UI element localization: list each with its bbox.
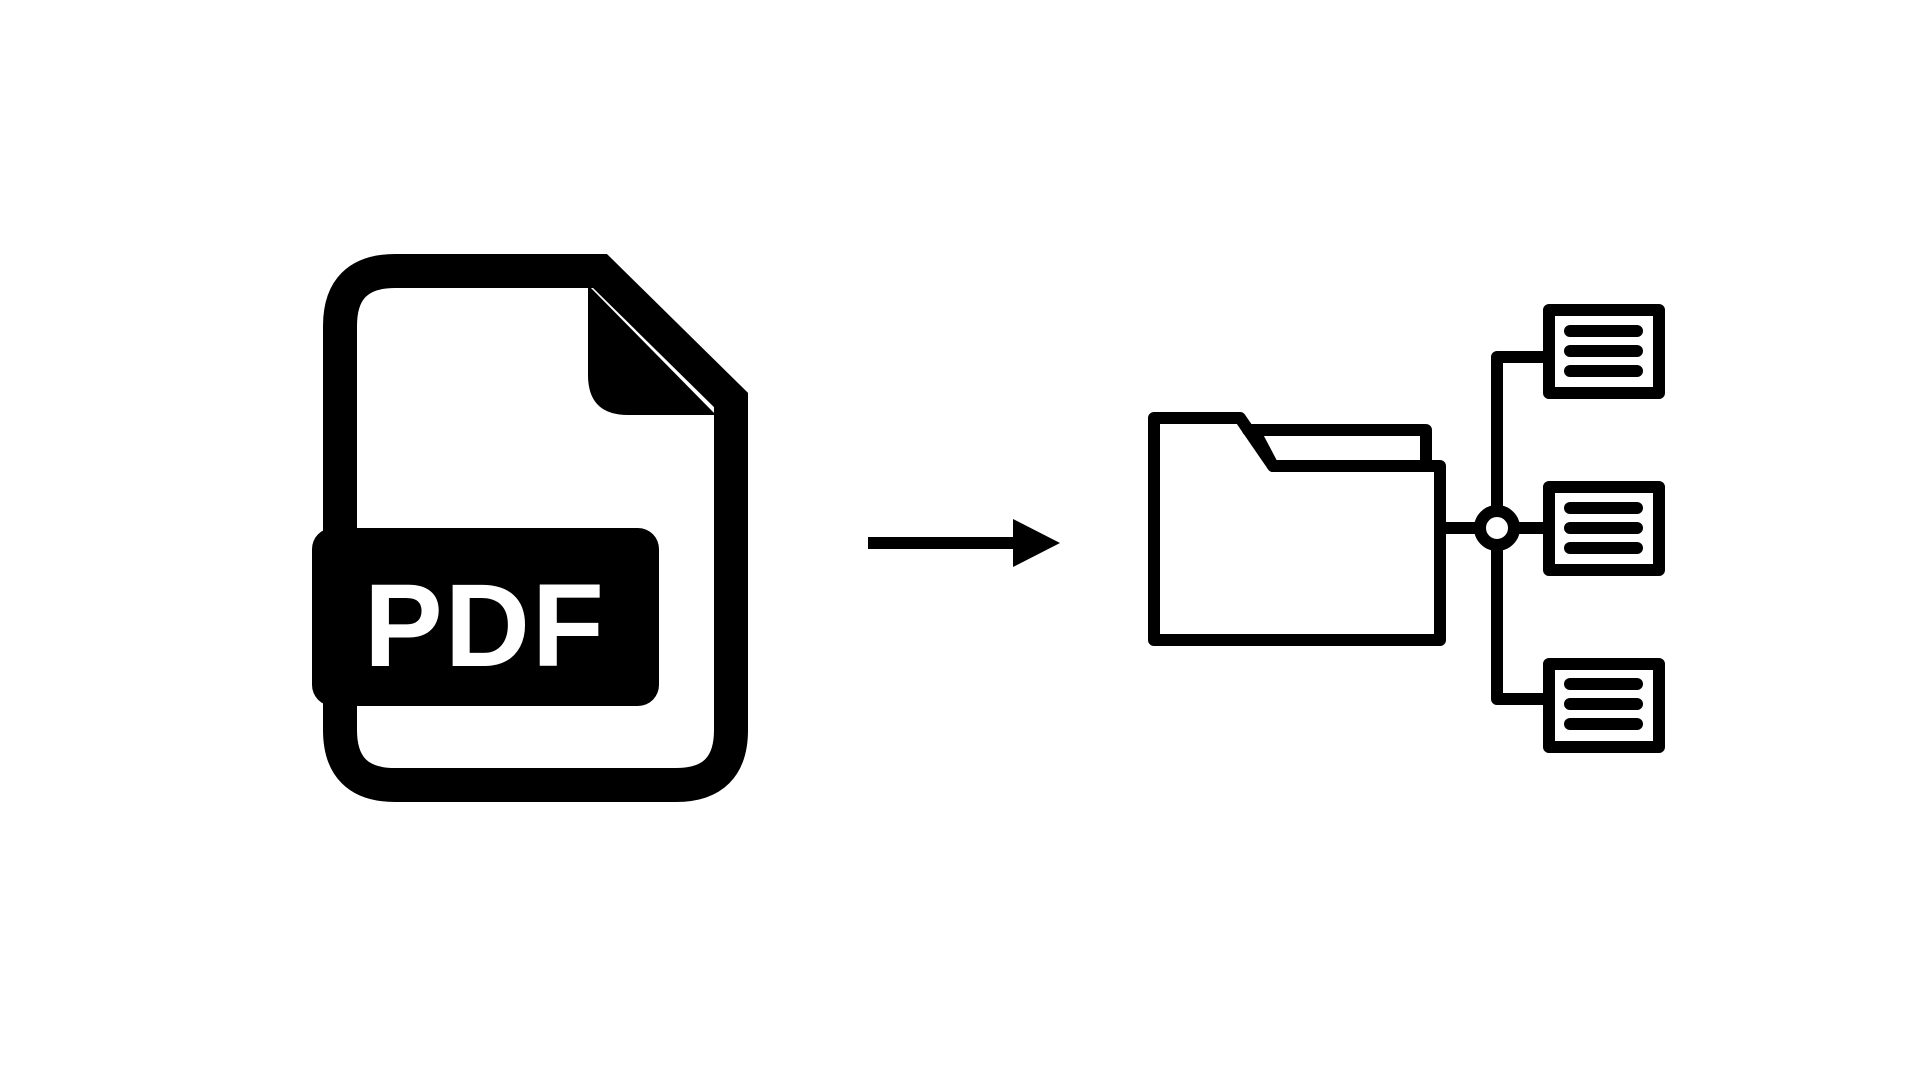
folder-tree — [1148, 304, 1665, 753]
document-frame — [1543, 658, 1665, 753]
trunk-up — [1491, 351, 1551, 517]
pdf-page-outline — [323, 254, 748, 802]
pdf-label-text: PDF — [364, 560, 606, 692]
pdf-page-fold — [588, 285, 716, 415]
document-icon — [1543, 304, 1665, 399]
folder-body — [1148, 412, 1446, 646]
arrow-shaft — [868, 537, 1016, 549]
document-icon — [1543, 481, 1665, 576]
arrow-head — [1013, 519, 1060, 567]
folder-icon — [1148, 412, 1446, 646]
pdf-label-band — [312, 528, 659, 706]
document-frame — [1543, 304, 1665, 399]
document-icon — [1543, 658, 1665, 753]
right-arrow-icon — [868, 519, 1060, 567]
document-frame — [1543, 481, 1665, 576]
trunk-down — [1491, 539, 1551, 705]
folder-back-tab — [1242, 424, 1432, 466]
pdf-file-icon: PDF — [312, 254, 748, 802]
folder-back-flap — [1248, 424, 1279, 472]
